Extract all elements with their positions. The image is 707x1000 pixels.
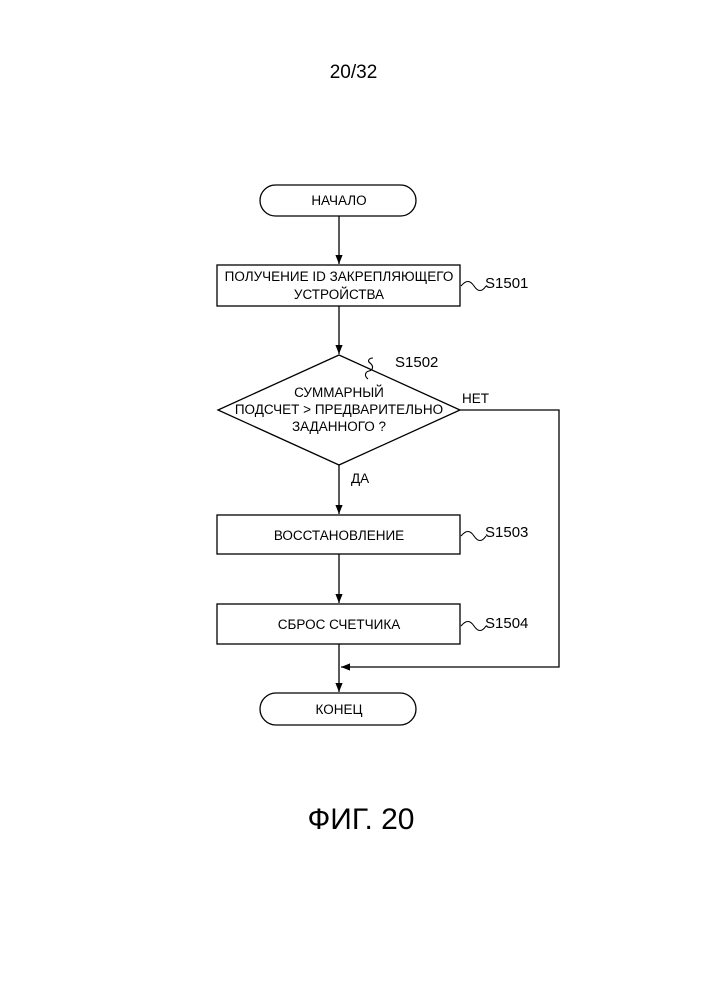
s1501-leader <box>461 282 486 291</box>
s1502-label-line-2: ПОДСЧЕТ > ПРЕДВАРИТЕЛЬНО <box>235 402 443 417</box>
step-label-s1501: S1501 <box>485 275 528 292</box>
s1504-label: СБРОС СЧЕТЧИКА <box>278 617 400 632</box>
s1501-label-line-2: УСТРОЙСТВА <box>294 287 384 302</box>
no-branch-label: НЕТ <box>462 391 489 406</box>
s1501-label-line-1: ПОЛУЧЕНИЕ ID ЗАКРЕПЛЯЮЩЕГО <box>225 269 454 284</box>
figure-caption: ФИГ. 20 <box>0 803 707 837</box>
s1502-label-line-3: ЗАДАННОГО ? <box>292 419 386 434</box>
start-label: НАЧАЛО <box>311 193 366 208</box>
process-box-s1501: ПОЛУЧЕНИЕ ID ЗАКРЕПЛЯЮЩЕГО УСТРОЙСТВА <box>217 265 460 306</box>
s1503-label: ВОССТАНОВЛЕНИЕ <box>274 528 404 543</box>
decision-diamond-s1502: СУММАРНЫЙ ПОДСЧЕТ > ПРЕДВАРИТЕЛЬНО ЗАДАН… <box>218 355 460 465</box>
step-label-s1503: S1503 <box>485 524 528 541</box>
yes-branch-label: ДА <box>351 471 369 486</box>
start-terminator: НАЧАЛО <box>260 185 416 216</box>
s1503-leader <box>461 532 486 541</box>
process-box-s1504: СБРОС СЧЕТЧИКА <box>217 604 460 644</box>
process-box-s1503: ВОССТАНОВЛЕНИЕ <box>217 515 460 554</box>
step-label-s1502: S1502 <box>395 354 438 371</box>
s1502-label-line-1: СУММАРНЫЙ <box>294 385 384 400</box>
step-label-s1504: S1504 <box>485 615 528 632</box>
end-terminator: КОНЕЦ <box>260 693 416 725</box>
s1504-leader <box>461 622 486 631</box>
end-label: КОНЕЦ <box>316 702 363 717</box>
